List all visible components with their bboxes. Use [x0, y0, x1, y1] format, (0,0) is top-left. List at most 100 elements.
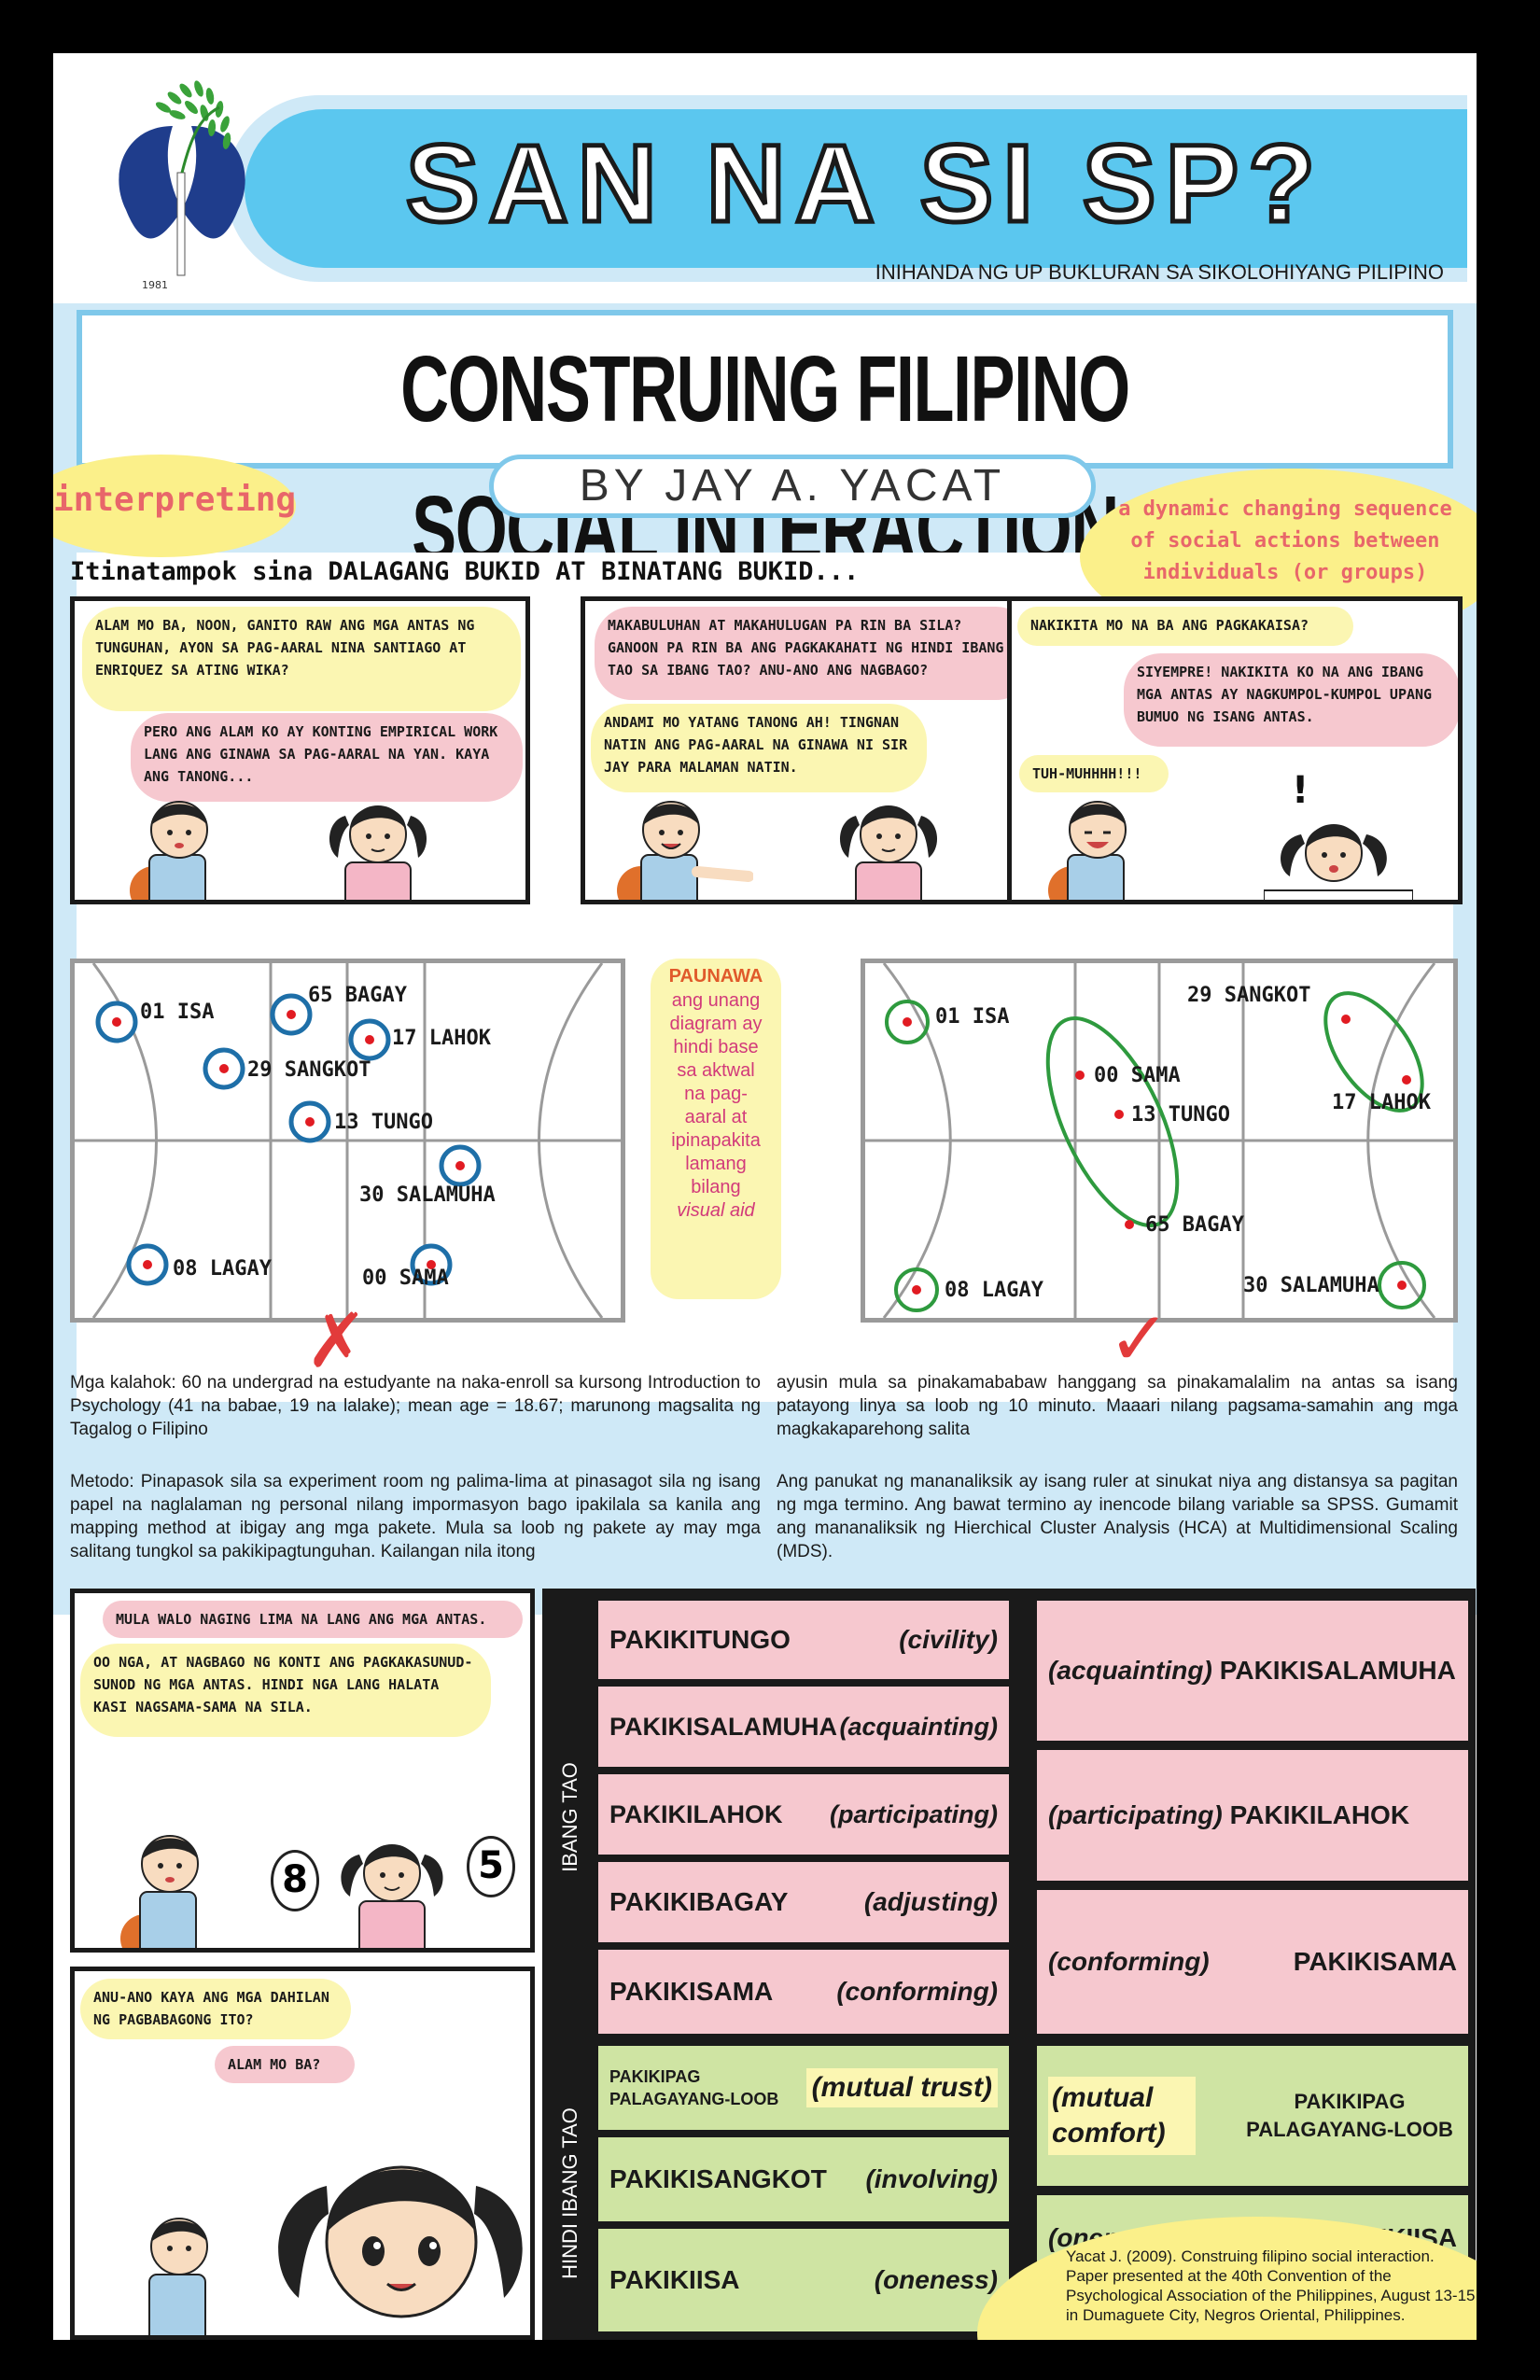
court-label: 30 SALAMUHA: [1243, 1274, 1379, 1297]
boy-character-icon: [148, 2218, 208, 2335]
comic-panel-5: ANU-ANO KAYA ANG MGA DAHILAN NG PAGBABAG…: [70, 1967, 535, 2340]
court-label: 17 LAHOK: [392, 1027, 491, 1050]
hindi-ibang-tao-label-wrap: HINDI IBANG TAO: [542, 2046, 598, 2340]
exclamation-icon: !: [1292, 769, 1309, 812]
poster: 1981 SAN NA SI SP? INIHANDA NG UP BUKLUR…: [53, 53, 1477, 2340]
number-five: 5: [467, 1836, 515, 1897]
cell-tag: PAKIKIPAG PALAGAYANG-LOOB: [1246, 2090, 1453, 2141]
court-label: 08 LAGAY: [945, 1279, 1043, 1302]
speech-bubble: PERO ANG ALAM KO AY KONTING EMPIRICAL WO…: [131, 713, 523, 802]
wrong-mark-icon: ✗: [305, 1297, 369, 1384]
court-diagram-right: 01 ISA 29 SANGKOT 00 SAMA 13 TUNGO 17 LA…: [861, 959, 1458, 1323]
court-label: 01 ISA: [140, 1001, 215, 1024]
table-cell: PAKIKISANGKOT (involving): [598, 2137, 1009, 2221]
ibang-tao-label-wrap: IBANG TAO: [542, 1589, 598, 2046]
speech-bubble: ANDAMI MO YATANG TANONG AH! TINGNAN NATI…: [591, 704, 927, 792]
speech-bubble: NAKIKITA MO NA BA ANG PAGKAKAISA?: [1017, 607, 1353, 646]
reference-text: Yacat J. (2009). Construing filipino soc…: [1066, 2247, 1476, 2324]
girl-character-icon: [341, 1844, 443, 1948]
cell-en: (acquainting): [839, 1712, 999, 1741]
interpreting-label: interpreting: [53, 481, 297, 519]
boy-character-icon: [1048, 801, 1127, 900]
poster-subtitle: INIHANDA NG UP BUKLURAN SA SIKOLOHIYANG …: [875, 260, 1444, 284]
cell-tag: PAKIKIPAG PALAGAYANG-LOOB: [609, 2067, 779, 2108]
cell-en: (participating): [830, 1799, 998, 1828]
boy-character-icon: [120, 1835, 199, 1948]
court-label: 00 SAMA: [362, 1267, 449, 1290]
participants-text: Mga kalahok: 60 na undergrad na estudyan…: [70, 1373, 761, 1439]
court-label: 17 LAHOK: [1332, 1091, 1431, 1114]
court-label: 13 TUNGO: [1131, 1103, 1230, 1127]
cell-tag: PAKIKISANGKOT: [609, 2164, 827, 2193]
cell-tag: PAKIKIBAGAY: [609, 1887, 789, 1916]
cell-tag: PAKIKISALAMUHA: [609, 1712, 837, 1741]
table-cell: (participating)PAKIKILAHOK: [1037, 1750, 1468, 1881]
court-lines: [865, 963, 1453, 1318]
girl-character-icon: [839, 805, 938, 900]
ibang-tao-label: IBANG TAO: [558, 1762, 581, 1872]
title-band-inner: [245, 109, 1467, 268]
speech-bubble: ALAM MO BA, NOON, GANITO RAW ANG MGA ANT…: [82, 607, 521, 711]
notice-title: PAUNAWA: [668, 966, 763, 987]
notice-line: diagram ay: [669, 1014, 763, 1034]
court-lines: [75, 963, 621, 1318]
notice-line: lamang: [685, 1154, 747, 1174]
notice-line: ang unang: [671, 990, 761, 1011]
hindi-ibang-tao-label: HINDI IBANG TAO: [558, 2107, 581, 2279]
table-cell: (conforming) PAKIKISAMA: [1037, 1890, 1468, 2034]
speech-bubble: TUH-MUHHHH!!!: [1019, 755, 1169, 792]
cell-tag: PAKIKISAMA: [1293, 1947, 1457, 1976]
author: BY JAY A. YACAT: [579, 461, 1006, 511]
court-label: 65 BAGAY: [1145, 1213, 1244, 1237]
method-text: Metodo: Pinapasok sila sa experiment roo…: [70, 1472, 761, 1561]
court-label: 30 SALAMUHA: [359, 1183, 496, 1207]
boy-character-icon: [617, 801, 753, 900]
table-cell: PAKIKISAMA (conforming): [598, 1950, 1009, 2034]
speech-bubble: OO NGA, AT NAGBAGO NG KONTI ANG PAGKAKAS…: [80, 1644, 491, 1737]
cell-en: (conforming): [836, 1977, 998, 2006]
cell-tag: PAKIKISAMA: [609, 1977, 774, 2006]
table-cell: (mutual comfort) PAKIKIPAG PALAGAYANG-LOO…: [1037, 2046, 1468, 2186]
speech-bubble: MULA WALO NAGING LIMA NA LANG ANG MGA AN…: [103, 1601, 523, 1638]
notice-line: bilang: [691, 1177, 741, 1197]
cell-en: (participating): [1048, 1800, 1223, 1829]
definition-text: a dynamic changing sequence of social ac…: [1118, 497, 1452, 584]
number-eight: 8: [271, 1850, 319, 1911]
court-label: 29 SANGKOT: [1187, 984, 1311, 1007]
cell-tag: PAKIKILAHOK: [609, 1799, 783, 1828]
table-cell: PAKIKISALAMUHA(acquainting): [598, 1687, 1009, 1767]
comic-panel-2: MAKABULUHAN AT MAKAHULUGAN PA RIN BA SIL…: [581, 596, 1041, 904]
comic-panel-4: MULA WALO NAGING LIMA NA LANG ANG MGA AN…: [70, 1589, 535, 1953]
table-cell: PAKIKIBAGAY(adjusting): [598, 1862, 1009, 1942]
cell-en: (mutual comfort): [1048, 2077, 1196, 2155]
logo-year: 1981: [142, 279, 168, 291]
girl-character-icon: [329, 805, 427, 900]
cell-en: (involving): [865, 2164, 998, 2193]
poster-title: SAN NA SI SP?: [403, 120, 1325, 248]
cell-tag: PAKIKITUNGO: [609, 1625, 791, 1654]
cell-en: (oneness): [874, 2265, 998, 2294]
notice-line: visual aid: [677, 1200, 755, 1221]
notice-bubble: [651, 959, 781, 1299]
notice-line: aaral at: [684, 1107, 748, 1127]
notice-line: sa aktwal: [677, 1060, 755, 1081]
court-label: 08 LAGAY: [173, 1257, 272, 1281]
speech-bubble: ANU-ANO KAYA ANG MGA DAHILAN NG PAGBABAG…: [80, 1979, 351, 2039]
cell-tag: PAKIKIISA: [609, 2265, 740, 2294]
correct-mark-icon: ✓: [1108, 1295, 1171, 1382]
cell-tag: PAKIKILAHOK: [1229, 1800, 1410, 1829]
notice-line: na pag-: [684, 1084, 748, 1104]
comic-panel-3: NAKIKITA MO NA BA ANG PAGKAKAISA? SIYEMP…: [1007, 596, 1463, 904]
cell-tag: PAKIKISALAMUHA: [1219, 1656, 1456, 1685]
table-cell: PAKIKIPAG PALAGAYANG-LOOB(mutual trust): [598, 2046, 1009, 2130]
featured-line: Itinatampok sina DALAGANG BUKID AT BINAT…: [70, 557, 860, 586]
speech-bubble: SIYEMPRE! NAKIKITA KO NA ANG IBANG MGA A…: [1124, 653, 1458, 747]
cell-en: (conforming): [1048, 1947, 1210, 1976]
author-pill: [489, 455, 1096, 518]
court-label: 29 SANGKOT: [247, 1058, 371, 1082]
interpreting-ellipse: [53, 455, 296, 557]
sorting-text: ayusin mula sa pinakamababaw hanggang sa…: [777, 1373, 1458, 1439]
notice-line: hindi base: [673, 1037, 759, 1057]
table-cell: PAKIKITUNGO(civility): [598, 1601, 1009, 1679]
comic-panel-1: ALAM MO BA, NOON, GANITO RAW ANG MGA ANT…: [70, 596, 530, 904]
